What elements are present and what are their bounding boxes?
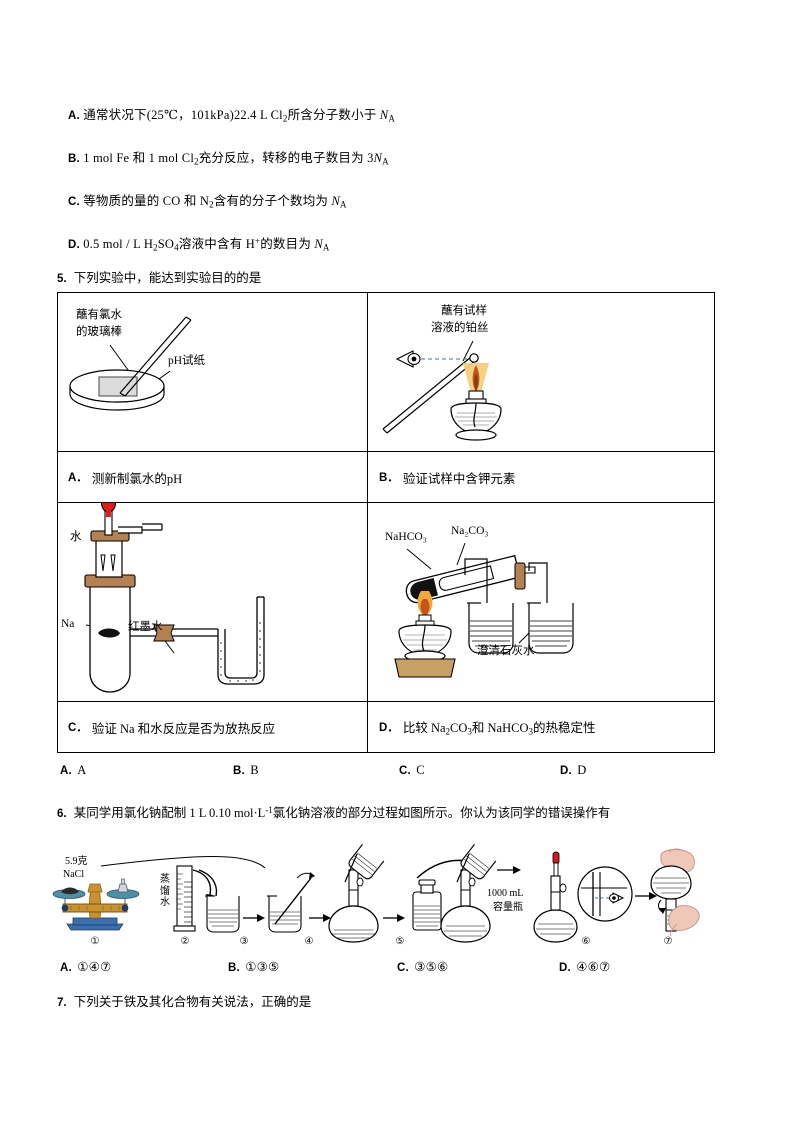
table-vertical-divider <box>367 293 369 752</box>
q5-answer-c[interactable]: C. C <box>399 763 425 778</box>
q6-answer-c-text: ③⑤⑥ <box>414 960 449 974</box>
q6-flask-label-line2: 容量瓶 <box>493 902 523 913</box>
q6-answer-b[interactable]: B. ①③⑤ <box>228 959 279 975</box>
q5-answer-b[interactable]: B. B <box>233 763 259 778</box>
q6-step-6: ⑥ <box>581 936 591 947</box>
q6-answer-c[interactable]: C. ③⑤⑥ <box>397 959 448 975</box>
q5-stem: 5. 下列实验中，能达到实验目的的是 <box>57 267 261 286</box>
q5-answer-a-text: A <box>77 763 87 777</box>
q4-option-a-label: A. <box>68 110 80 122</box>
table-hdiv-3 <box>58 701 714 703</box>
q6-mass-label-line1: 5.9克 <box>65 856 88 867</box>
cell-b-caption-label: B． <box>379 472 399 484</box>
q4-option-c-text: 等物质的量的 CO 和 N2含有的分子个数均为 NA <box>83 194 347 210</box>
q4-option-b-label: B. <box>68 153 80 165</box>
q4-option-d-text: 0.5 mol / L H2SO4溶液中含有 H+的数目为 NA <box>83 236 330 253</box>
cell-d-caption: D． 比较 Na2CO3和 NaHCO3的热稳定性 <box>369 702 716 752</box>
cell-c-label-water: 水 <box>70 531 82 543</box>
q6-number: 6. <box>57 808 67 820</box>
q4-option-b: B. 1 mol Fe 和 1 mol Cl2充分反应，转移的电子数目为 3NA <box>68 147 389 167</box>
cell-b-caption-text: 验证试样中含钾元素 <box>402 471 516 486</box>
cell-a-caption-label: A． <box>68 472 88 484</box>
cell-b-label-line2: 溶液的铂丝 <box>431 322 489 334</box>
q6-step-3: ③ <box>239 936 249 947</box>
q6-step-2: ② <box>180 936 190 947</box>
q6-answer-a-text: ①④⑦ <box>77 960 112 974</box>
cell-b-label-line1: 蘸有试样 <box>441 305 487 317</box>
q5-experiment-table: 蘸有氯水 的玻璃棒 pH试纸 A． 测新制氯水的pH <box>57 292 715 753</box>
q6-step-5: ⑤ <box>395 936 405 947</box>
cell-a-caption: A． 测新制氯水的pH <box>58 452 367 502</box>
cell-c-caption: C． 验证 Na 和水反应是否为放热反应 <box>58 702 367 752</box>
q4-option-a-text: 通常状况下(25℃，101kPa)22.4 L Cl2所含分子数小于 NA <box>83 108 396 124</box>
cell-a-caption-text: 测新制氯水的pH <box>91 471 183 486</box>
q7-number: 7. <box>57 997 67 1009</box>
table-hdiv-2 <box>58 502 714 504</box>
cell-d-label-na2co3: Na₂CO₃ <box>451 525 489 537</box>
q6-answer-d-text: ④⑥⑦ <box>576 960 611 974</box>
q6-answer-a[interactable]: A. ①④⑦ <box>60 959 111 975</box>
q5-answer-d-text: D <box>577 763 587 777</box>
q4-option-a: A. 通常状况下(25℃，101kPa)22.4 L Cl2所含分子数小于 NA <box>68 104 395 124</box>
cell-a-diagram: 蘸有氯水 的玻璃棒 pH试纸 <box>58 293 367 451</box>
cell-d-svg <box>394 542 574 678</box>
q4-option-c-label: C. <box>68 196 80 208</box>
q4-option-c: C. 等物质的量的 CO 和 N2含有的分子个数均为 NA <box>68 190 347 210</box>
cell-c-diagram: 水 Na 红墨水 <box>58 503 367 701</box>
q6-water-label: 蒸馏水 <box>160 874 170 908</box>
q6-process-diagram: 5.9克 NaCl 蒸馏水 1000 mL 容量瓶 ① ② ③ ④ ⑤ ⑥ ⑦ <box>52 844 717 953</box>
q6-step-1: ① <box>90 936 100 947</box>
cell-a-label-ph-paper: pH试纸 <box>168 355 206 367</box>
q5-answer-a[interactable]: A. A <box>60 763 86 778</box>
cell-c-svg <box>84 503 265 693</box>
q5-stem-text: 下列实验中，能达到实验目的的是 <box>73 271 262 285</box>
cell-d-label-limewater: 澄清石灰水 <box>477 645 535 657</box>
q4-option-d: D. 0.5 mol / L H2SO4溶液中含有 H+的数目为 NA <box>68 233 330 253</box>
q6-svg <box>52 844 700 943</box>
q6-answer-d[interactable]: D. ④⑥⑦ <box>559 959 610 975</box>
q6-stem-text: 某同学用氯化钠配制 1 L 0.10 mol·L-1氯化钠溶液的部分过程如图所示… <box>73 805 611 820</box>
cell-a-label-line1: 蘸有氯水 <box>76 309 122 321</box>
q4-option-b-text: 1 mol Fe 和 1 mol Cl2充分反应，转移的电子数目为 3NA <box>83 151 389 167</box>
q6-answer-c-label: C. <box>397 962 409 974</box>
cell-c-caption-text: 验证 Na 和水反应是否为放热反应 <box>91 721 276 736</box>
cell-d-diagram: NaHCO₃ Na₂CO₃ 澄清石灰水 <box>369 503 716 701</box>
q6-step-4: ④ <box>304 936 314 947</box>
q5-answer-a-label: A. <box>60 765 72 777</box>
cell-a-label-line2: 的玻璃棒 <box>76 326 122 338</box>
q6-step-7: ⑦ <box>663 936 673 947</box>
q4-option-d-label: D. <box>68 239 80 251</box>
q5-answer-c-label: C. <box>399 765 411 777</box>
cell-b-caption: B． 验证试样中含钾元素 <box>369 452 716 502</box>
q6-answer-b-label: B. <box>228 962 240 974</box>
cell-c-label-red-ink: 红墨水 <box>128 621 163 633</box>
q6-answer-d-label: D. <box>559 962 571 974</box>
q6-answer-a-label: A. <box>60 962 72 974</box>
q6-stem: 6. 某同学用氯化钠配制 1 L 0.10 mol·L-1氯化钠溶液的部分过程如… <box>57 802 610 821</box>
q5-answer-b-text: B <box>250 763 259 777</box>
q5-answer-c-text: C <box>416 763 425 777</box>
q5-answer-b-label: B. <box>233 765 245 777</box>
cell-d-label-nahco3: NaHCO₃ <box>385 531 427 543</box>
q6-mass-label-line2: NaCl <box>63 869 85 880</box>
cell-d-caption-label: D． <box>379 722 399 734</box>
table-hdiv-1 <box>58 451 714 453</box>
cell-d-caption-text: 比较 Na2CO3和 NaHCO3的热稳定性 <box>402 721 596 737</box>
q7-stem: 7. 下列关于铁及其化合物有关说法，正确的是 <box>57 991 311 1010</box>
cell-a-svg <box>69 316 192 411</box>
q6-answer-b-text: ①③⑤ <box>245 960 280 974</box>
cell-c-label-na: Na <box>61 618 75 630</box>
q5-number: 5. <box>57 273 67 285</box>
cell-c-caption-label: C． <box>68 722 88 734</box>
q6-flask-label-line1: 1000 mL <box>487 888 524 899</box>
q5-answer-d[interactable]: D. D <box>560 763 586 778</box>
cell-b-diagram: 蘸有试样 溶液的铂丝 <box>369 293 716 451</box>
cell-b-svg <box>382 340 502 441</box>
q5-answer-d-label: D. <box>560 765 572 777</box>
q7-stem-text: 下列关于铁及其化合物有关说法，正确的是 <box>73 995 312 1009</box>
